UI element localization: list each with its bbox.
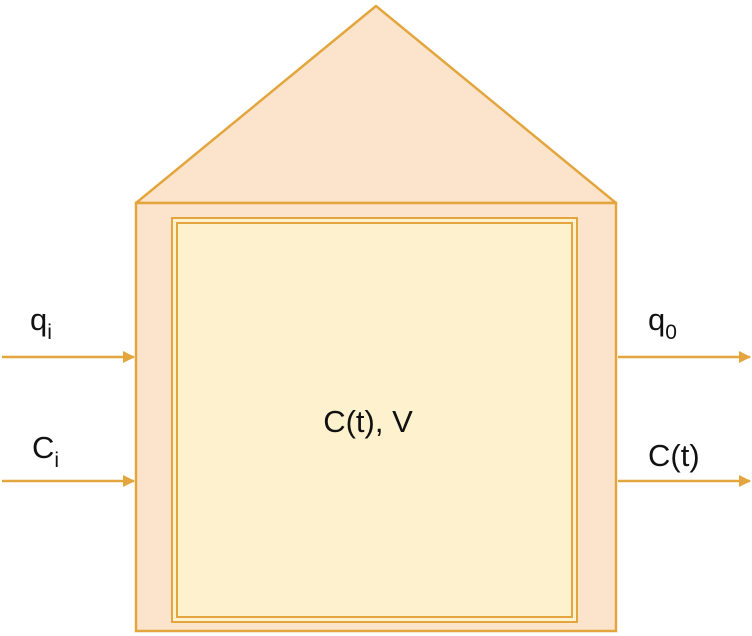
outflow-rate-subscript: 0 [665,321,677,344]
tank-inner-border [176,222,573,618]
tank-inner-volume [171,217,578,623]
inflow-rate-label: qi [30,302,52,344]
outflow-concentration-base: C(t) [648,438,700,473]
inflow-rate-subscript: i [47,321,52,344]
outflow-rate-label: q0 [648,302,677,344]
inflow-concentration-base: C [32,430,54,465]
outflow-concentration-label: C(t) [648,438,700,473]
tank-roof [134,4,618,205]
inflow-concentration-label: Ci [32,430,59,472]
inflow-rate-base: q [30,302,47,337]
tank-state-label: C(t), V [323,404,413,439]
outflow-rate-base: q [648,302,665,337]
inflow-concentration-subscript: i [54,449,59,472]
